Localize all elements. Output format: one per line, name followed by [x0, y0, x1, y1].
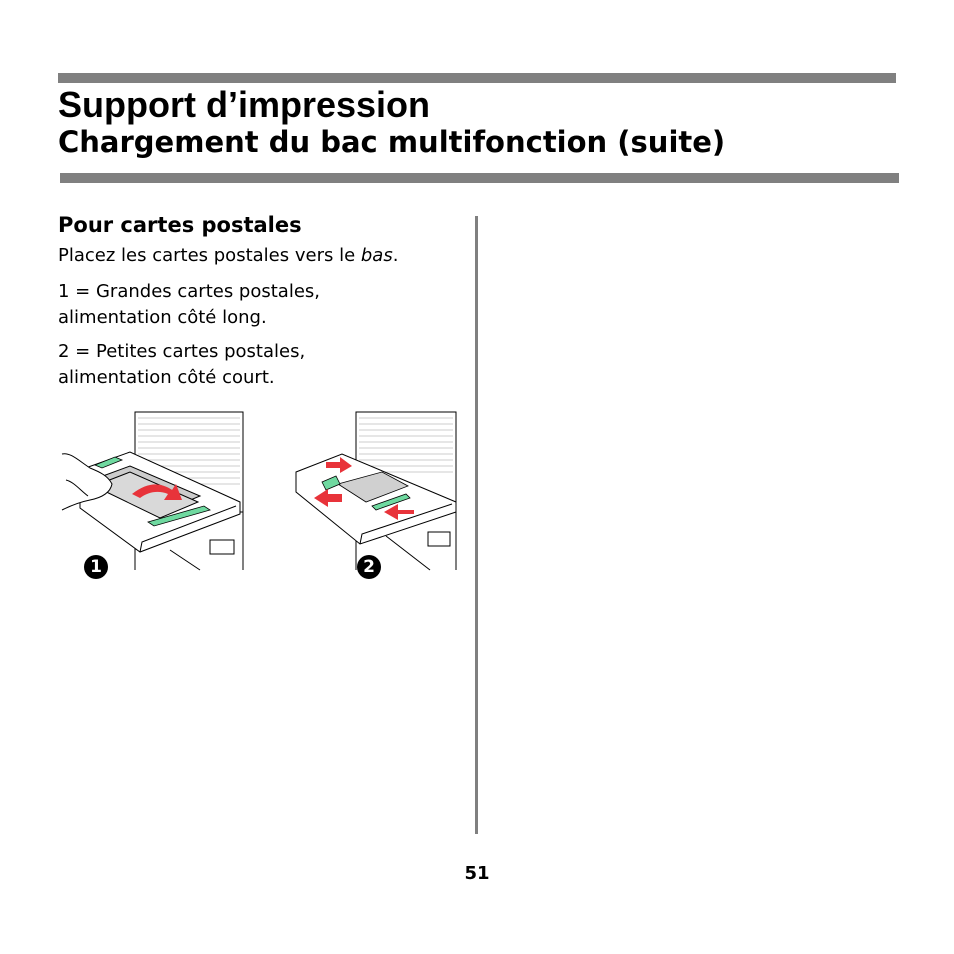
- item1-line1: 1 = Grandes cartes postales,: [58, 281, 321, 302]
- item2-line1: 2 = Petites cartes postales,: [58, 341, 306, 362]
- item-large-postcards: 1 = Grandes cartes postales, alimentation…: [58, 279, 320, 331]
- page-subtitle: Chargement du bac multifonction (suite): [58, 125, 726, 159]
- intro-end: .: [392, 245, 399, 266]
- section-heading: Pour cartes postales: [58, 213, 302, 237]
- page-number: 51: [464, 863, 490, 884]
- figure-2-badge: 2: [357, 555, 381, 579]
- figure-1-badge: 1: [84, 555, 108, 579]
- header-rule-bottom: [60, 173, 899, 183]
- intro-emphasis: bas: [360, 245, 393, 266]
- item-small-postcards: 2 = Petites cartes postales, alimentation…: [58, 339, 305, 391]
- column-divider: [475, 216, 478, 834]
- header-rule-top: [58, 73, 896, 83]
- figure-large-postcards: [61, 411, 244, 571]
- intro-paragraph: Placez les cartes postales vers le bas.: [58, 243, 398, 269]
- page-title: Support d’impression: [58, 84, 431, 125]
- figure-small-postcards: [295, 411, 457, 571]
- item1-line2: alimentation côté long.: [58, 307, 267, 328]
- item2-line2: alimentation côté court.: [58, 367, 275, 388]
- intro-text: Placez les cartes postales vers le: [58, 245, 361, 266]
